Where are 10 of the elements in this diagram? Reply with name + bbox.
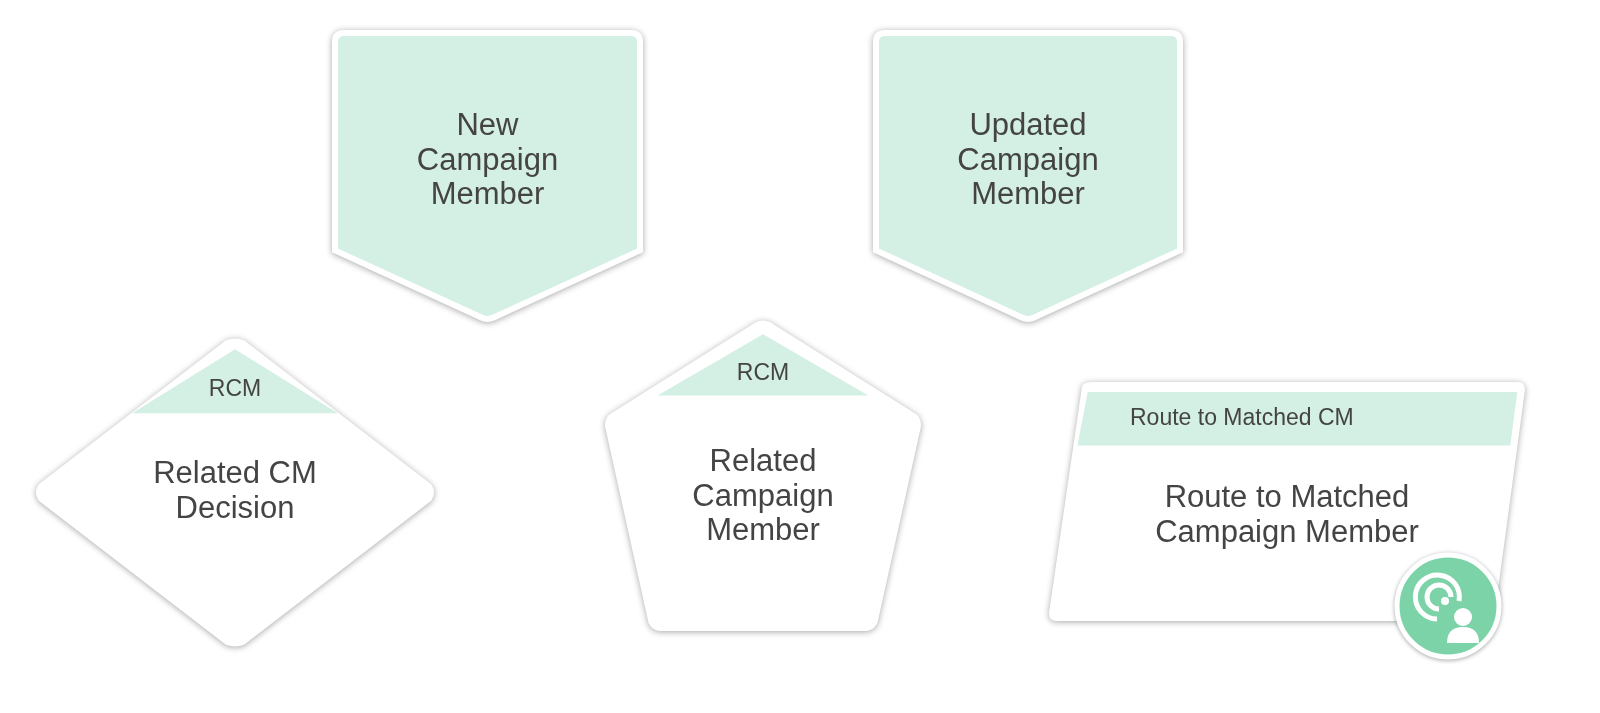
node-label: Related CM Decision: [152, 454, 318, 527]
header-label: RCM: [207, 374, 263, 404]
node-label: Related Campaign Member: [691, 441, 835, 550]
node-label: Route to Matched Campaign Member: [1154, 478, 1420, 551]
node-label: New Campaign Member: [415, 105, 560, 214]
arrow-down-shape: [335, 33, 640, 319]
header-label: RCM: [735, 358, 791, 388]
node-label: Updated Campaign Member: [956, 105, 1100, 214]
arrow-down-shape: [876, 33, 1180, 319]
header-label: Route to Matched CM: [1130, 403, 1355, 433]
